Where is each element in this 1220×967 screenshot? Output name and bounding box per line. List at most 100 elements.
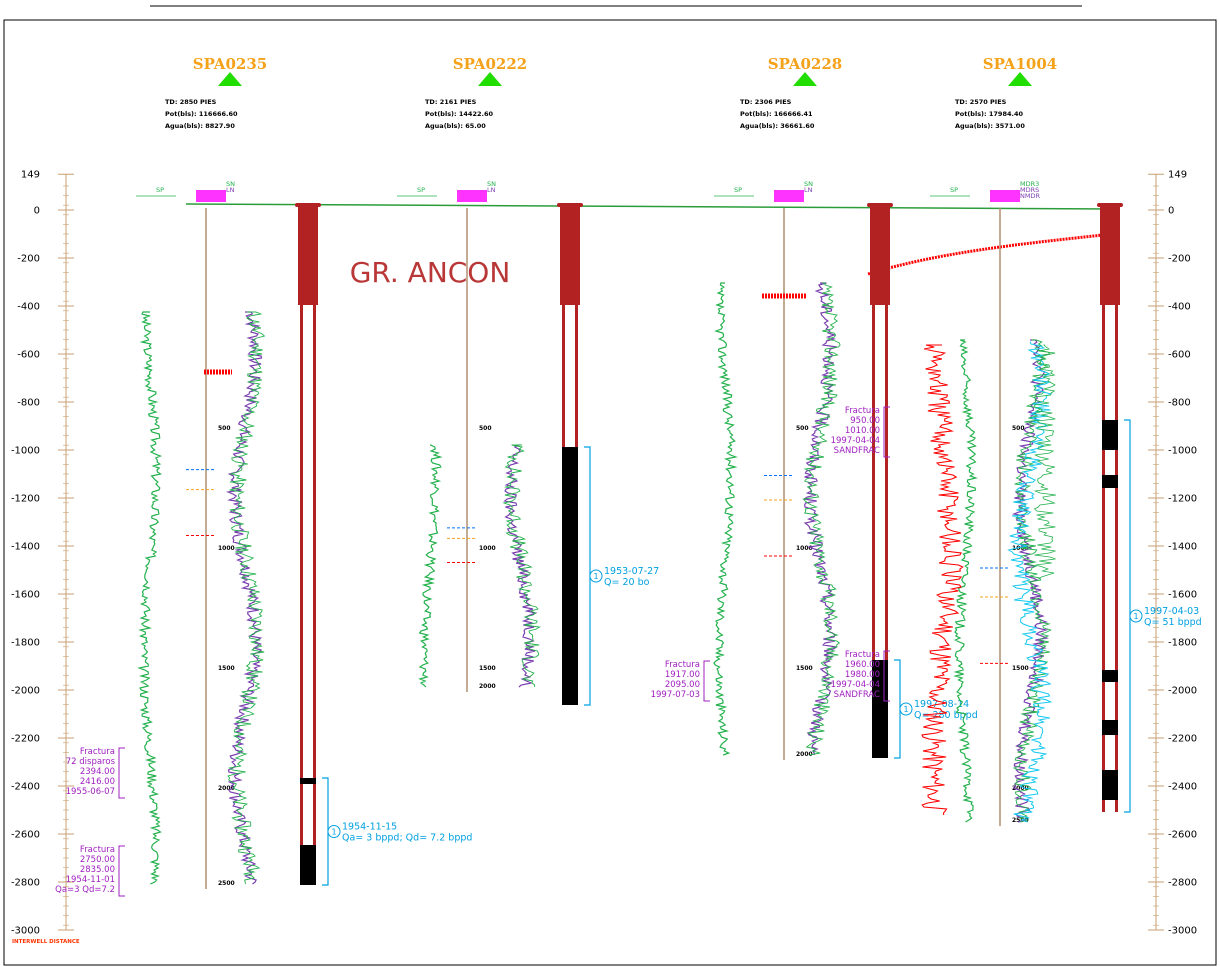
- axis-tick-label: -2000: [11, 686, 40, 697]
- production-marker-icon: [589, 569, 603, 583]
- fracture-line: SANDFRAC: [834, 690, 880, 700]
- axis-tick-label: -1800: [1168, 638, 1197, 649]
- fracture-line: SANDFRAC: [834, 446, 880, 456]
- fracture-line: 1997-07-03: [651, 690, 700, 700]
- well-info: TD: 2306 PIES: [740, 98, 792, 106]
- axis-tick-label: -1600: [1168, 590, 1197, 601]
- axis-tick-label: -1400: [11, 542, 40, 553]
- casing-cap: [295, 203, 321, 207]
- fracture-line: 2416.00: [80, 777, 115, 787]
- sp-curve: [713, 282, 738, 756]
- header-scale-block: [457, 190, 487, 202]
- fracture-bracket: [883, 650, 890, 702]
- axis-tick-label: -2400: [11, 782, 40, 793]
- fracture-line: 1960.00: [845, 660, 880, 670]
- curve-label: SP: [734, 186, 742, 194]
- casing-left: [300, 205, 303, 885]
- section-title: GR. ANCON: [350, 256, 511, 289]
- correlation-line: [867, 232, 1113, 276]
- production-marker-icon: [1129, 609, 1143, 623]
- green-log-curve: [1033, 344, 1056, 580]
- fracture-line: Fractura: [80, 845, 115, 855]
- production-date: 1953-07-27: [604, 566, 659, 577]
- axis-tick-label: -1000: [1168, 446, 1197, 457]
- axis-tick-label: -1800: [11, 638, 40, 649]
- perforation-interval: [300, 778, 316, 784]
- fracture-line: 1980.00: [845, 670, 880, 680]
- production-marker-number: 1: [593, 572, 598, 581]
- depth-tick-label: 1000: [218, 545, 235, 552]
- well-name: SPA0235: [193, 55, 267, 73]
- well-triangle-icon: [218, 72, 242, 86]
- fracture-line: 1955-06-07: [66, 787, 115, 797]
- axis-tick-label: -600: [1168, 350, 1191, 361]
- datum-line: [185, 203, 1115, 210]
- axis-tick-label: 149: [1168, 170, 1187, 181]
- well-info: Agua(bls): 36661.60: [740, 122, 815, 130]
- curve-label: LN: [804, 186, 813, 194]
- header-scale-block: [196, 190, 226, 202]
- depth-tick-label: 1500: [1012, 665, 1029, 672]
- curve-label: SN: [226, 180, 235, 188]
- curve-label: SP: [950, 186, 958, 194]
- production-date: 1997-04-03: [1144, 606, 1199, 617]
- short-normal-curve: [227, 311, 266, 885]
- well-triangle-icon: [478, 72, 502, 86]
- perforation-interval: [1102, 770, 1118, 800]
- axis-tick-label: -800: [17, 398, 40, 409]
- axis-tick-label: -800: [1168, 398, 1191, 409]
- fracture-line: 1010.00: [845, 426, 880, 436]
- curve-label: SP: [417, 186, 425, 194]
- curve-label: NMDR: [1020, 192, 1040, 200]
- resistivity-curve: [802, 282, 838, 756]
- production-date: 1997-08-14: [914, 699, 969, 710]
- curve-label: MDR3: [1020, 180, 1039, 188]
- casing-left: [1102, 205, 1105, 812]
- well-info: Agua(bls): 3571.00: [955, 122, 1025, 130]
- axis-tick-label: -2000: [1168, 686, 1197, 697]
- axis-tick-label: 149: [21, 170, 40, 181]
- well-name: SPA0222: [453, 55, 527, 73]
- depth-tick-label: 500: [218, 425, 231, 432]
- axis-tick-label: 0: [34, 206, 40, 217]
- axis-tick-label: -2800: [11, 878, 40, 889]
- axis-tick-label: -2600: [11, 830, 40, 841]
- depth-tick-label: 1500: [796, 665, 813, 672]
- well-info: Agua(bls): 8827.90: [165, 122, 235, 130]
- header-scale-block: [990, 190, 1020, 202]
- curve-label: SN: [804, 180, 813, 188]
- casing-cap: [1097, 203, 1123, 207]
- fracture-line: 2095.00: [665, 680, 700, 690]
- axis-tick-label: -3000: [11, 926, 40, 937]
- fracture-line: 1954-11-01: [66, 875, 115, 885]
- production-bracket: [322, 777, 329, 886]
- fracture-line: 2394.00: [80, 767, 115, 777]
- gamma-curve: [921, 344, 964, 816]
- depth-tick-label: 2500: [1012, 817, 1029, 824]
- well-info: TD: 2850 PIES: [165, 98, 217, 106]
- fracture-line: 1917.00: [665, 670, 700, 680]
- well-triangle-icon: [1008, 72, 1032, 86]
- axis-tick-label: -2800: [1168, 878, 1197, 889]
- fracture-bracket: [118, 747, 125, 799]
- production-detail: Qa= 3 bppd; Qd= 7.2 bppd: [342, 833, 472, 844]
- casing-right: [885, 205, 888, 758]
- depth-tick-label: 2000: [796, 751, 813, 758]
- axis-tick-label: -2200: [11, 734, 40, 745]
- axis-tick-label: -1200: [11, 494, 40, 505]
- depth-tick-label: 1500: [218, 665, 235, 672]
- depth-tick-label: 1000: [479, 545, 496, 552]
- fracture-line: Fractura: [845, 650, 880, 660]
- production-bracket: [584, 446, 591, 706]
- fracture-line: 72 disparos: [66, 757, 116, 767]
- axis-tick-label: -200: [17, 254, 40, 265]
- well-info: Pot(bls): 116666.60: [165, 110, 238, 118]
- production-date: 1954-11-15: [342, 822, 397, 833]
